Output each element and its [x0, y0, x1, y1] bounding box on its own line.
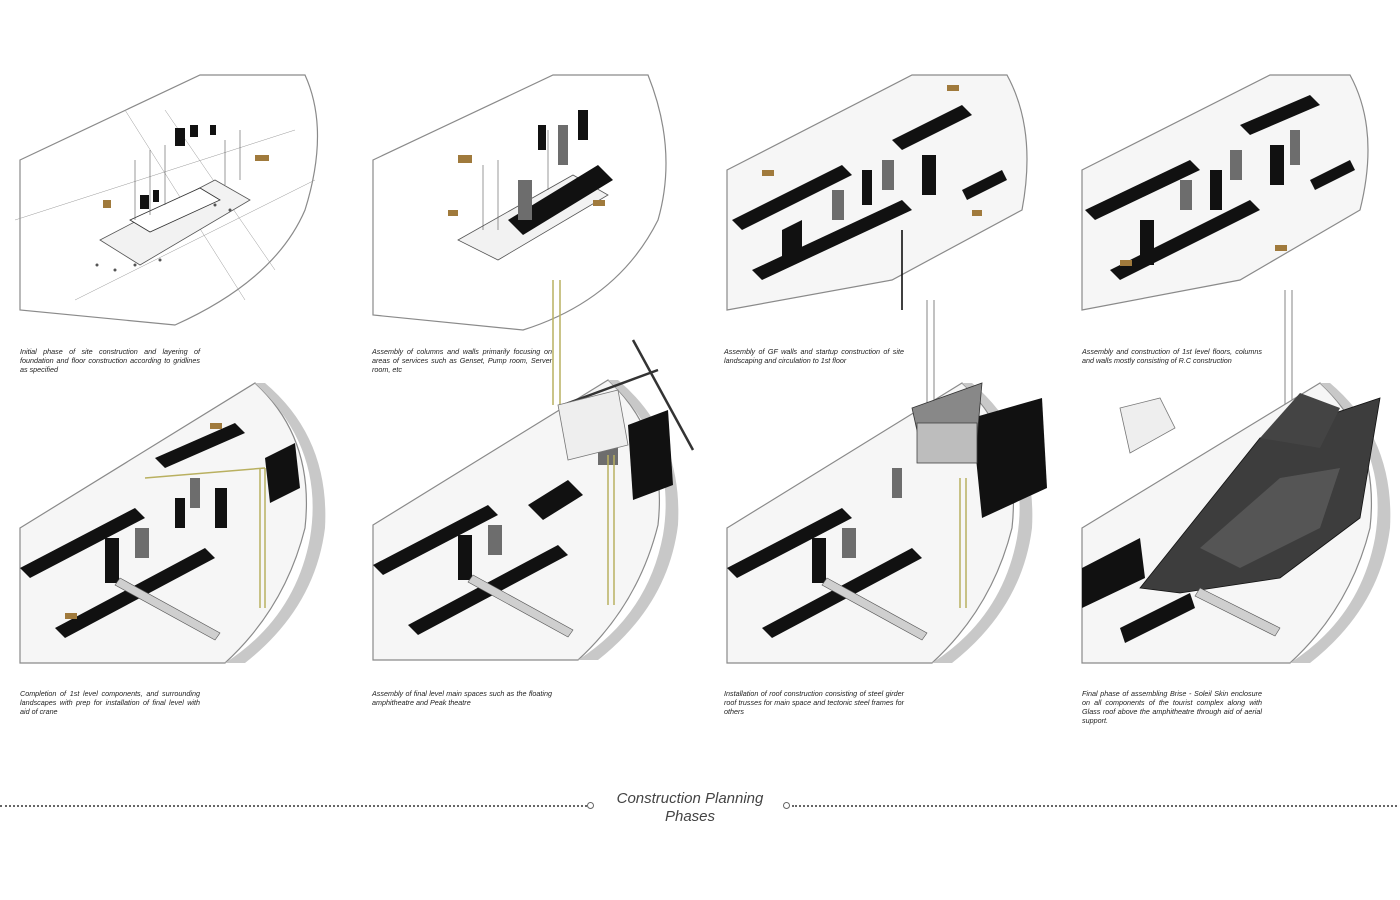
phase-8-caption: Final phase of assembling Brise - Soleil…: [1082, 689, 1262, 725]
phase-6-drawing: [368, 275, 698, 661]
phase-7-drawing: [722, 378, 1052, 718]
phase-2-isometric: [372, 74, 667, 331]
phase-8-drawing: [1080, 378, 1400, 718]
footer-line-end-right: [783, 802, 790, 809]
phase-7-isometric: [726, 382, 1047, 664]
phase-8-isometric: [1081, 382, 1391, 664]
phase-4-caption: Assembly and construction of 1st level f…: [1082, 347, 1262, 365]
phase-5-drawing: [15, 378, 345, 718]
phase-1-caption: Initial phase of site construction and l…: [20, 347, 200, 374]
phase-5-isometric: [19, 382, 326, 664]
phase-4-drawing: [1080, 70, 1400, 410]
footer-dotted-line-left: [0, 805, 587, 807]
phase-1-drawing: [14, 70, 345, 410]
footer: Construction Planning Phases: [0, 786, 1400, 826]
footer-line-end-left: [587, 802, 594, 809]
phase-2-drawing: [368, 70, 698, 410]
phase-3-isometric: [726, 74, 1028, 410]
phase-5-caption: Completion of 1st level components, and …: [20, 689, 200, 716]
phase-4-isometric: [1081, 74, 1369, 410]
footer-title: Construction Planning Phases: [590, 790, 790, 826]
footer-title-line-1: Construction Planning: [616, 790, 764, 807]
phase-6-isometric: [372, 280, 695, 661]
footer-dotted-line-right: [792, 805, 1397, 807]
phase-1-isometric: [14, 74, 319, 326]
phase-6-caption: Assembly of final level main spaces such…: [372, 689, 552, 707]
footer-title-line-2: Phases: [664, 808, 716, 825]
phase-3-caption: Assembly of GF walls and startup constru…: [724, 347, 904, 365]
phase-7-caption: Installation of roof construction consis…: [724, 689, 904, 716]
phase-2-caption: Assembly of columns and walls primarily …: [372, 347, 552, 374]
phase-3-drawing: [722, 70, 1052, 410]
